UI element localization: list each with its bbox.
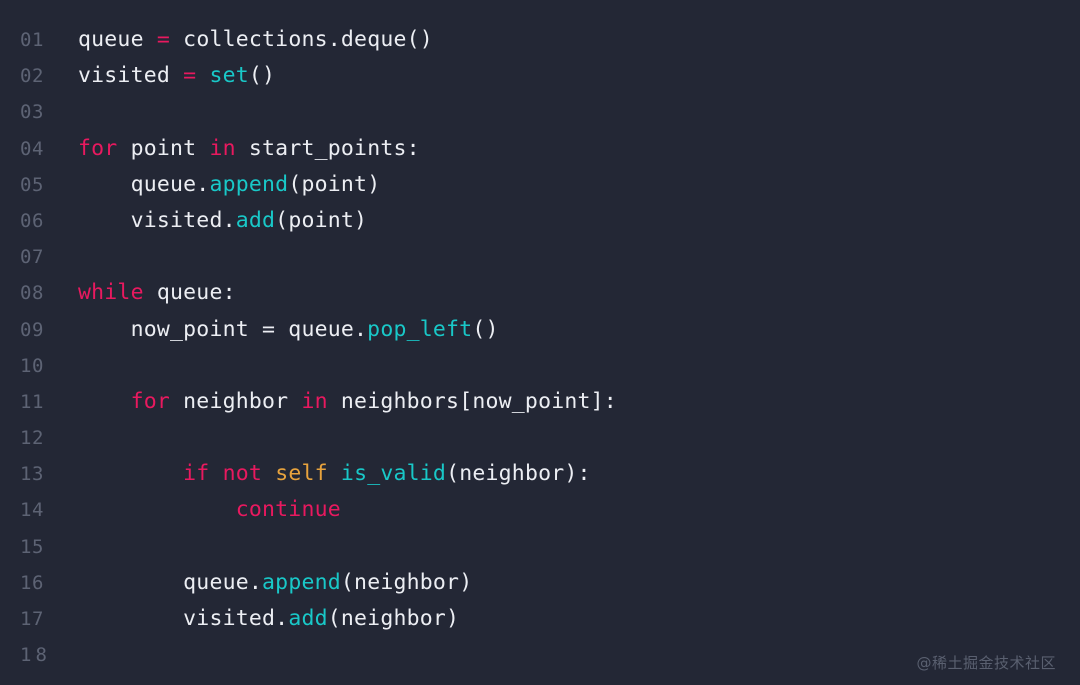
token-plain: () (248, 63, 276, 89)
line-number: 10 (20, 354, 44, 377)
line-source[interactable]: visited.add(neighbor) (78, 601, 1080, 637)
token-plain: neighbor (170, 388, 302, 414)
line-source[interactable]: now_point = queue.pop_left() (78, 312, 1080, 348)
code-line[interactable]: 15 (0, 529, 1080, 565)
code-line[interactable]: 10 (0, 348, 1080, 384)
line-number: 11 (20, 390, 44, 413)
token-plain: () (472, 316, 499, 342)
code-line[interactable]: 04 for point in start_points: (0, 131, 1080, 167)
token-plain: queue. (78, 171, 210, 197)
token-plain (196, 63, 209, 88)
token-kw: if not (183, 461, 263, 487)
token-plain (328, 461, 341, 486)
token-plain: start_points: (235, 135, 420, 161)
line-source[interactable]: if not self is_valid(neighbor): (78, 456, 1080, 492)
token-plain: (point) (275, 207, 368, 233)
line-number: 16 (20, 571, 44, 594)
token-plain (262, 461, 275, 486)
line-source[interactable]: visited.add(point) (78, 203, 1080, 239)
line-number: 18 (20, 644, 51, 667)
token-plain: point (117, 135, 210, 161)
line-source[interactable]: visited = set() (78, 58, 1080, 94)
token-kw: continue (235, 497, 341, 523)
code-line[interactable]: 07 (0, 239, 1080, 275)
token-kw: in (209, 135, 236, 161)
code-line[interactable]: 11 for neighbor in neighbors[now_point]: (0, 384, 1080, 420)
token-fn: is_valid (340, 461, 447, 487)
code-line[interactable]: 01 queue = collections.deque() (0, 22, 1080, 58)
token-plain: (neighbor) (327, 606, 460, 631)
token-plain: queue. (78, 569, 263, 595)
code-line[interactable]: 03 (0, 94, 1080, 130)
token-plain: visited (78, 63, 184, 89)
token-plain: now_point = queue. (78, 316, 368, 342)
code-line[interactable]: 05 queue.append(point) (0, 167, 1080, 203)
line-source[interactable]: for point in start_points: (78, 131, 1080, 167)
code-line[interactable]: 12 (0, 420, 1080, 456)
code-line[interactable]: 13 if not self is_valid(neighbor): (0, 456, 1080, 492)
line-source[interactable]: queue = collections.deque() (78, 22, 1080, 58)
line-number: 08 (20, 282, 44, 305)
line-source[interactable]: while queue: (78, 275, 1080, 311)
token-plain: collections.deque() (170, 27, 433, 52)
line-number: 14 (20, 499, 44, 522)
watermark-label: @稀土掘金技术社区 (916, 654, 1056, 672)
token-plain: (point) (288, 171, 381, 197)
token-fn: set (209, 63, 249, 89)
line-number: 09 (20, 318, 44, 341)
token-fn: pop_left (367, 316, 473, 342)
line-source[interactable]: continue (78, 492, 1080, 528)
code-line[interactable]: 09 now_point = queue.pop_left() (0, 312, 1080, 348)
token-plain: (neighbor): (446, 461, 591, 487)
line-source[interactable]: for neighbor in neighbors[now_point]: (78, 384, 1080, 420)
token-plain: queue: (143, 280, 236, 306)
line-number: 15 (20, 535, 44, 558)
code-lines-container[interactable]: 01 queue = collections.deque() 02 visited =… (0, 22, 1080, 673)
line-number: 06 (20, 209, 44, 232)
line-number: 07 (20, 246, 44, 269)
code-line[interactable]: 06 visited.add(point) (0, 203, 1080, 239)
token-kw: while (78, 280, 144, 306)
line-number: 17 (20, 608, 44, 630)
token-plain: (neighbor) (340, 569, 473, 595)
code-line[interactable]: 14 continue (0, 492, 1080, 528)
token-fn: append (262, 569, 341, 595)
line-number: 05 (20, 173, 44, 196)
line-number: 13 (20, 463, 44, 486)
token-plain (78, 461, 183, 486)
line-number: 04 (20, 137, 44, 160)
token-plain: visited. (78, 207, 236, 233)
line-source[interactable]: queue.append(point) (78, 167, 1080, 203)
token-kw: for (78, 135, 118, 161)
code-line[interactable]: 02 visited = set() (0, 58, 1080, 94)
line-number: 01 (20, 29, 44, 51)
token-op: = (156, 27, 171, 52)
token-kw: for (130, 388, 171, 414)
token-fn: add (288, 606, 328, 631)
code-line[interactable]: 08 while queue: (0, 275, 1080, 311)
token-op: = (183, 63, 197, 89)
token-plain: neighbors[now_point]: (327, 388, 617, 414)
token-plain (78, 389, 131, 414)
token-self: self (275, 461, 328, 487)
line-number: 03 (20, 101, 44, 124)
token-plain: visited. (78, 606, 289, 631)
line-source[interactable]: queue.append(neighbor) (78, 565, 1080, 601)
code-line[interactable]: 16 queue.append(neighbor) (0, 565, 1080, 601)
line-number: 02 (20, 65, 44, 88)
token-plain (78, 497, 236, 522)
code-line[interactable]: 18 (0, 637, 1080, 673)
token-fn: append (209, 171, 289, 197)
token-kw: in (301, 388, 328, 414)
token-plain: queue (78, 27, 157, 52)
code-line[interactable]: 17 visited.add(neighbor) (0, 601, 1080, 637)
line-number: 12 (20, 427, 44, 450)
token-fn: add (235, 207, 276, 233)
